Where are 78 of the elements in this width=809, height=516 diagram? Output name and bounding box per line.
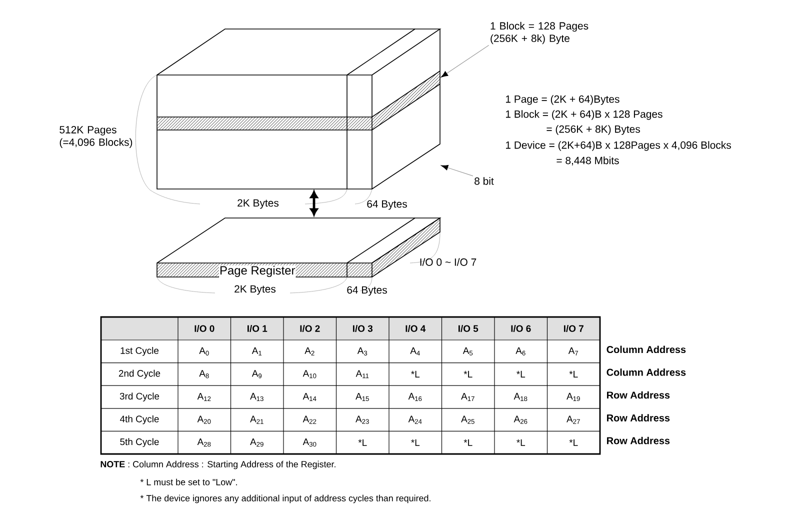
leader-line [441, 164, 474, 176]
row-label: 2nd Cycle [118, 370, 160, 379]
note-text: NOTE : Column Address : Starting Address of the Register. [100, 460, 336, 470]
note-text: * L must be set to "Low". [140, 478, 237, 486]
table-cell: A$_{14}$ [302, 393, 316, 401]
address-label: Column Address [606, 368, 686, 376]
header-cell: I/O 1 [230, 317, 284, 340]
table-cell: *L [411, 439, 420, 446]
row-label: 5th Cycle [120, 438, 159, 447]
table-cell: A$_{21}$ [250, 416, 264, 424]
table-cell: *L [411, 370, 420, 378]
table-cell: A$_{16}$ [408, 392, 422, 402]
table-cell: A$_{8}$ [199, 370, 209, 378]
header-cell: I/O 0 [178, 317, 231, 340]
table-cell: A$_{12}$ [197, 392, 211, 402]
header-cell: I/O 2 [284, 317, 336, 340]
table-cell: A$_{10}$ [302, 370, 316, 378]
double-arrow [310, 190, 318, 216]
formula-text: 1 Page = (2K + 64)Bytes [506, 95, 620, 105]
table-cell: A$_{3}$ [357, 347, 368, 356]
table-cell: A$_{30}$ [302, 438, 316, 447]
header-cell: I/O 5 [442, 317, 494, 340]
memory-block-drawing [372, 70, 440, 130]
table-cell: *L [358, 439, 367, 446]
dimension-label: 2K Bytes [238, 199, 279, 209]
table-cell: A$_{13}$ [250, 392, 264, 402]
address-label: Row Address [607, 391, 670, 399]
table-cell: A$_{18}$ [514, 392, 528, 402]
table-cell: A$_{9}$ [252, 370, 262, 378]
leader-line [440, 45, 490, 78]
table-cell: A$_{22}$ [302, 416, 316, 424]
table-cell: A$_{29}$ [250, 438, 264, 447]
header-cell: I/O 7 [547, 317, 600, 340]
memory-block-drawing [156, 28, 442, 190]
row-label: 4th Cycle [120, 415, 159, 424]
header-cell: I/O 4 [389, 317, 442, 340]
table-cell: A$_{27}$ [566, 416, 580, 424]
table-cell: *L [569, 370, 578, 378]
table-cell: A$_{4}$ [410, 347, 420, 356]
table-cell: *L [516, 370, 526, 378]
table-cell: A$_{24}$ [408, 416, 422, 424]
callout-text: 8 bit [474, 177, 494, 185]
formula-text: = 8,448 Mbits [556, 156, 619, 166]
table-cell: A$_{1}$ [252, 347, 262, 356]
memory-block-drawing [156, 74, 372, 190]
table-cell: A$_{19}$ [566, 392, 580, 402]
table-cell: A$_{6}$ [516, 347, 526, 356]
table-cell: A$_{5}$ [462, 347, 473, 356]
table-cell: *L [569, 439, 578, 446]
table-cell: A$_{25}$ [461, 416, 474, 424]
formula-text: = (256K + 8K) Bytes [546, 125, 640, 135]
table-cell: A$_{26}$ [514, 416, 528, 424]
table-cell: *L [516, 439, 526, 446]
node-label: Page Register [220, 266, 296, 277]
table-cell: A$_{15}$ [356, 392, 369, 402]
table-cell: A$_{0}$ [199, 347, 209, 356]
table-cell: *L [464, 439, 472, 446]
table-cell: A$_{11}$ [356, 370, 369, 378]
table-cell: A$_{17}$ [461, 393, 474, 401]
dimension-label: 512K Pages (=4,096 Blocks) [60, 126, 132, 148]
table-cell: A$_{28}$ [197, 438, 211, 447]
address-label: Row Address [607, 436, 670, 444]
formula-text: 1 Device = (2K+64)B x 128Pages x 4,096 Blocks [506, 141, 731, 151]
callout-text: 1 Block = 128 Pages (256K + 8k) Byte [490, 22, 588, 44]
address-label: Column Address [606, 346, 686, 354]
table-cell: *L [464, 370, 472, 378]
table-cell: A$_{20}$ [197, 416, 211, 424]
address-label: Row Address [607, 414, 670, 422]
table-cell: A$_{7}$ [568, 347, 578, 356]
table-cell: A$_{23}$ [356, 416, 369, 424]
row-label: 1st Cycle [120, 346, 159, 356]
formula-text: 1 Block = (2K + 64)B x 128 Pages [506, 110, 662, 120]
table-cell: A$_{2}$ [304, 347, 314, 356]
dimension-label: 64 Bytes [367, 200, 407, 210]
header-cell: I/O 6 [494, 317, 548, 340]
header-cell: I/O 3 [336, 317, 389, 340]
row-label: 3rd Cycle [120, 392, 160, 402]
note-text: * The device ignores any additional input of address cycles than required. [140, 494, 430, 504]
